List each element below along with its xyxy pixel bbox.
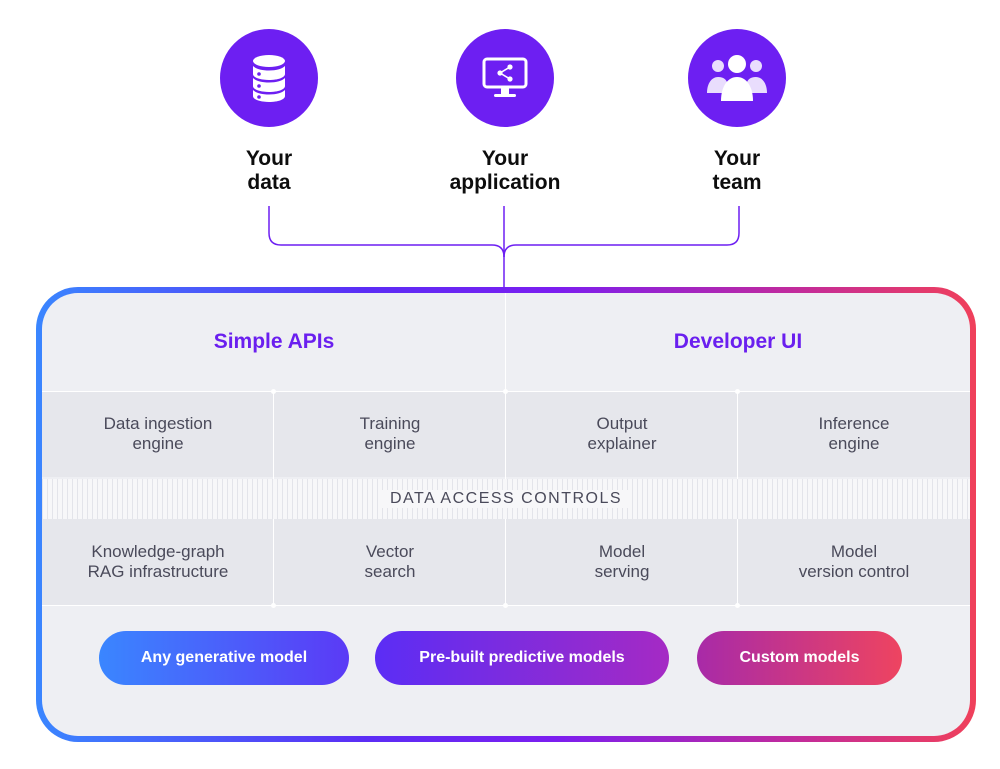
platform-panel: Simple APIs Developer UI Data ingestion … [42,293,970,736]
data-access-band: DATA ACCESS CONTROLS [42,479,970,519]
divider [273,391,274,479]
connector-lines [268,206,740,292]
cell-vector-search: Vector search [274,519,506,605]
data-access-label: DATA ACCESS CONTROLS [379,490,633,508]
grid-node [503,603,508,608]
database-icon [220,29,318,127]
divider [737,391,738,479]
platform-frame: Simple APIs Developer UI Data ingestion … [36,287,976,742]
model-pill-predictive: Pre-built predictive models [375,631,669,685]
cell-training-engine: Training engine [274,391,506,477]
grid-node [503,389,508,394]
model-row: Any generative model Pre-built predictiv… [42,631,970,687]
divider [273,519,274,605]
model-pill-generative: Any generative model [99,631,349,685]
header-row: Simple APIs Developer UI [42,293,970,391]
source-label: Your data [245,147,293,194]
cell-model-version-control: Model version control [738,519,970,605]
grid-node [735,603,740,608]
cell-model-serving: Model serving [506,519,738,605]
divider [505,293,506,479]
source-your-application: Your application [415,29,595,195]
grid-node [271,603,276,608]
cell-output-explainer: Output explainer [506,391,738,477]
header-developer-ui: Developer UI [673,330,803,353]
divider [737,519,738,605]
cell-knowledge-graph: Knowledge-graph RAG infrastructure [42,519,274,605]
monitor-share-icon [456,29,554,127]
cell-data-ingestion: Data ingestion engine [42,391,274,477]
source-label: Your team [712,147,762,194]
grid-node [271,389,276,394]
source-your-data: Your data [179,29,359,195]
capability-row-1: Data ingestion engine Training engine Ou… [42,391,970,477]
source-label: Your application [449,147,561,194]
grid-node [735,389,740,394]
source-your-team: Your team [647,29,827,195]
divider [505,519,506,605]
capability-row-2: Knowledge-graph RAG infrastructure Vecto… [42,519,970,605]
header-simple-apis: Simple APIs [213,330,335,353]
team-icon [688,29,786,127]
model-pill-custom: Custom models [697,631,902,685]
cell-inference-engine: Inference engine [738,391,970,477]
